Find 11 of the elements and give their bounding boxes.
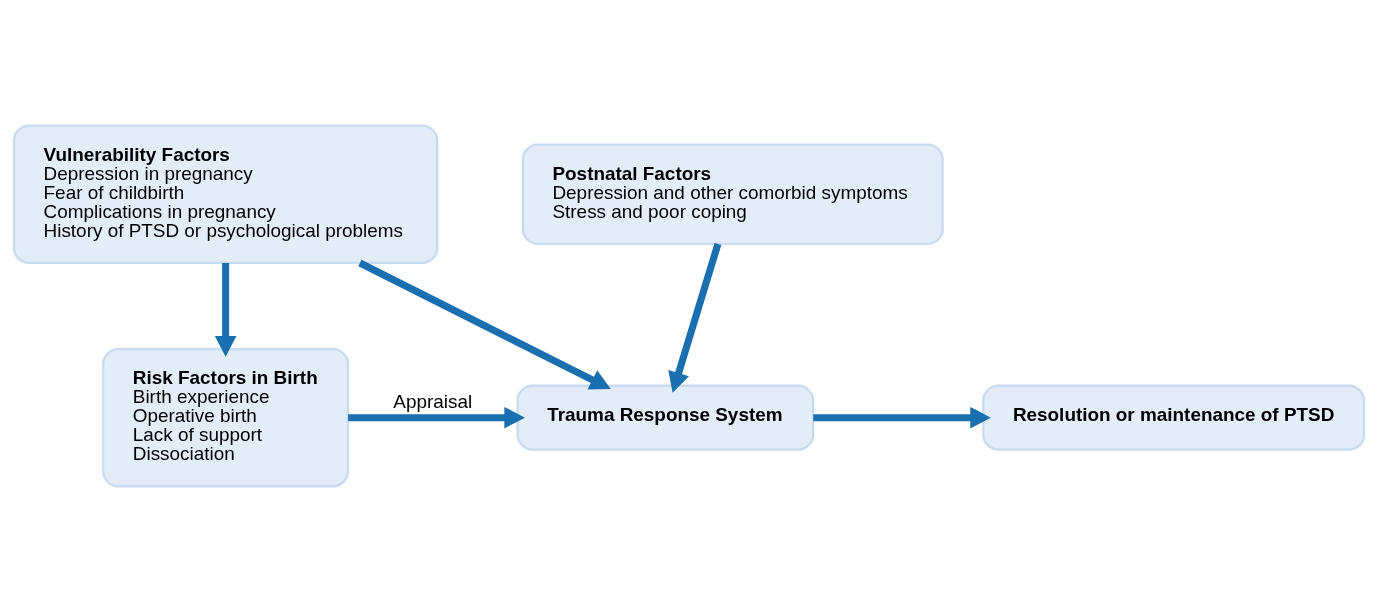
node-box: Postnatal Factors Depression and other comorbid symptoms Stress and poor coping <box>521 142 944 245</box>
arrow <box>214 262 237 357</box>
node-box: Vulnerability Factors Depression in pregnancy Fear of childbirth Complications in pregnancy History of PTSD or psychological problems <box>12 124 439 264</box>
arrow <box>348 406 525 429</box>
node-box: Resolution or maintenance of PTSD <box>982 384 1366 451</box>
node-box: Trauma Response System <box>516 384 815 451</box>
node-box: Risk Factors in Birth Birth experience Operative birth Lack of support Dissociation <box>102 347 350 487</box>
edge-label: Appraisal <box>393 390 473 412</box>
arrow <box>358 259 611 390</box>
arrow <box>668 242 722 393</box>
arrow <box>813 406 991 429</box>
